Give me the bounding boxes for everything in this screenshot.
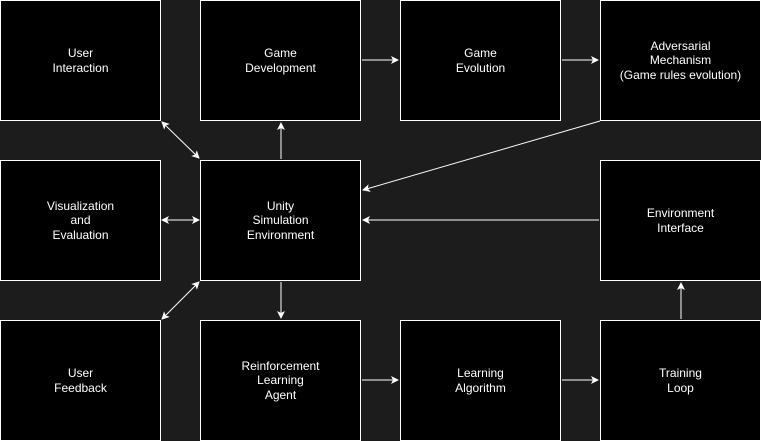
node-training-loop[interactable]: Training Loop [600, 320, 761, 441]
node-game-development[interactable]: Game Development [200, 0, 361, 121]
node-rl-agent-label: Reinforcement Learning Agent [241, 358, 320, 402]
node-visualization-evaluation-label: Visualization and Evaluation [46, 198, 115, 242]
node-visualization-evaluation[interactable]: Visualization and Evaluation [0, 160, 161, 281]
node-environment-interface-label: Environment Interface [646, 206, 715, 235]
edge-user-feedback-to-unity-simulation [161, 281, 200, 320]
node-learning-algorithm-label: Learning Algorithm [455, 366, 506, 395]
node-game-evolution[interactable]: Game Evolution [400, 0, 561, 121]
node-adversarial-mechanism[interactable]: Adversarial Mechanism (Game rules evolut… [600, 0, 761, 121]
edge-user-interaction-to-unity-simulation [161, 121, 200, 159]
node-user-feedback[interactable]: User Feedback [0, 320, 161, 441]
node-user-interaction[interactable]: User Interaction [0, 0, 161, 121]
node-unity-simulation[interactable]: Unity Simulation Environment [200, 160, 361, 281]
edge-adversarial-mechanism-to-unity-simulation [362, 120, 601, 192]
node-environment-interface[interactable]: Environment Interface [600, 160, 761, 281]
node-game-development-label: Game Development [245, 46, 316, 75]
node-training-loop-label: Training Loop [659, 366, 702, 395]
node-adversarial-mechanism-label: Adversarial Mechanism (Game rules evolut… [619, 38, 742, 82]
node-unity-simulation-label: Unity Simulation Environment [246, 198, 315, 242]
node-learning-algorithm[interactable]: Learning Algorithm [400, 320, 561, 441]
node-user-interaction-label: User Interaction [52, 46, 109, 75]
node-user-feedback-label: User Feedback [54, 366, 107, 395]
node-game-evolution-label: Game Evolution [455, 46, 506, 75]
node-rl-agent[interactable]: Reinforcement Learning Agent [200, 320, 361, 441]
